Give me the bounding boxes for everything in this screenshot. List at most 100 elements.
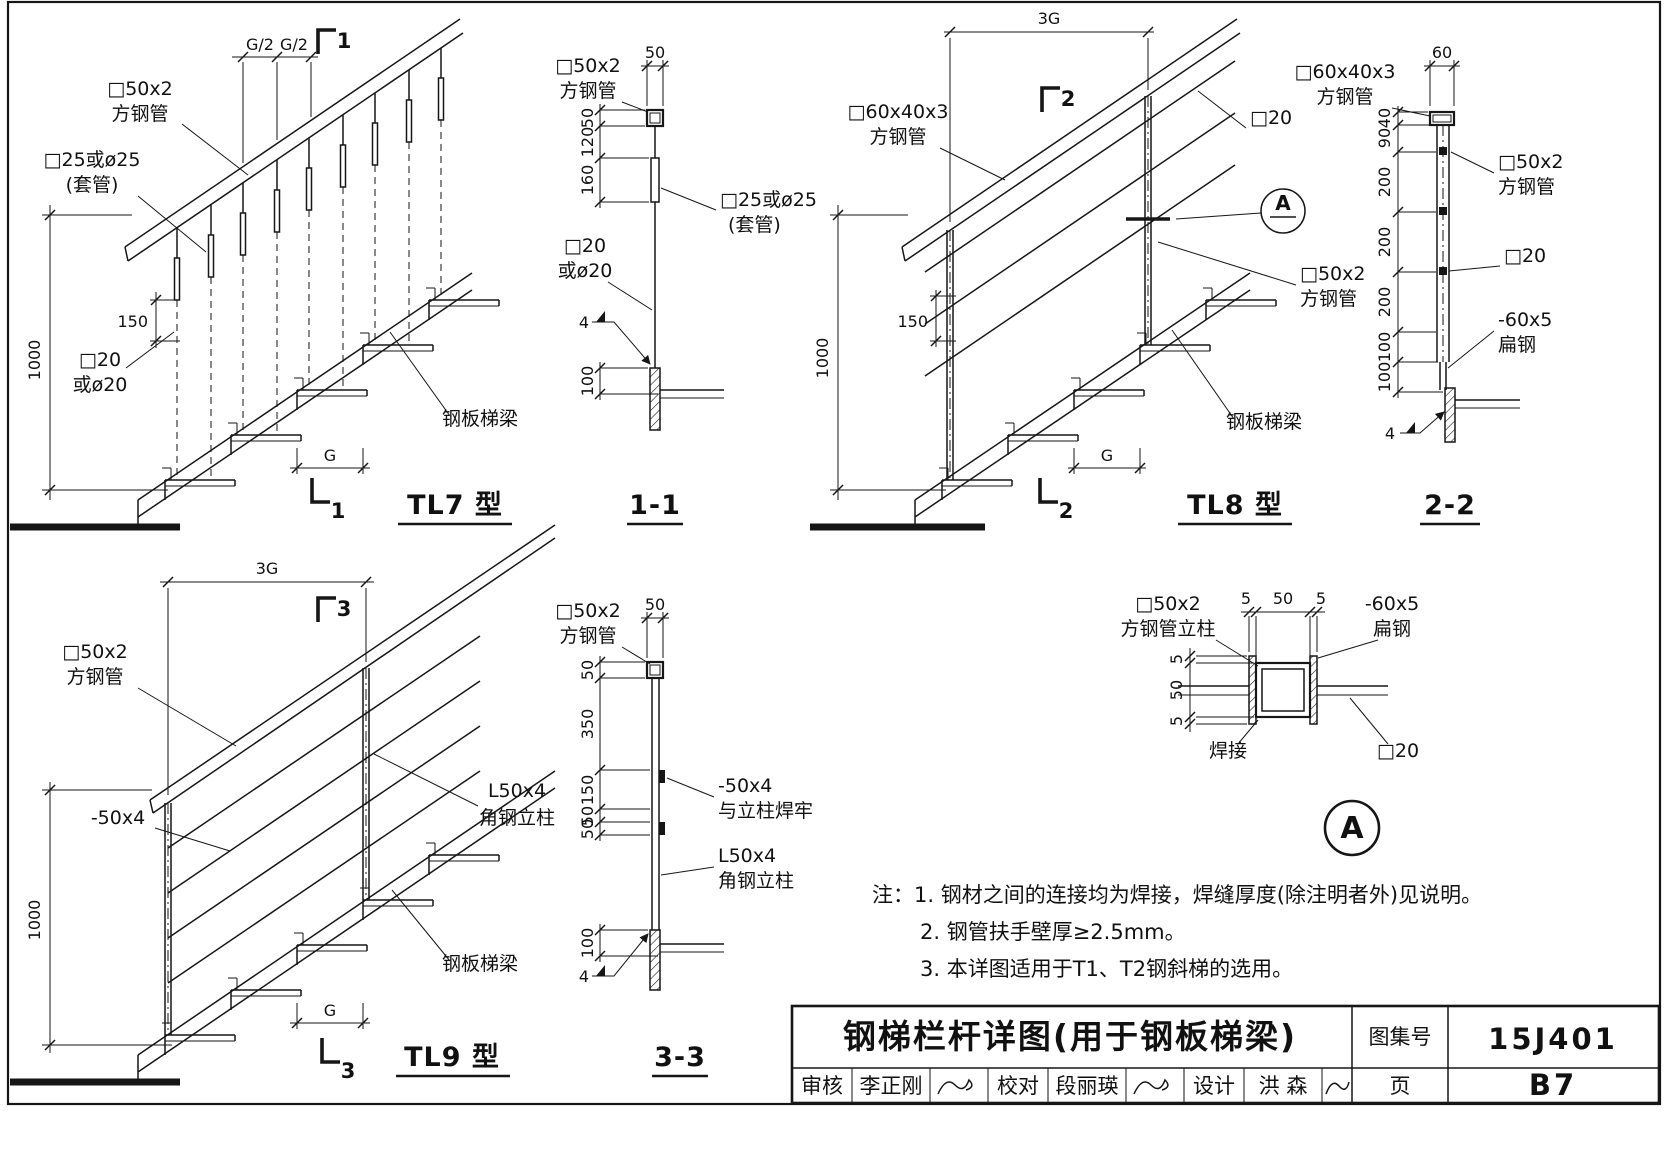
label-flat-bar: -50x4 bbox=[91, 807, 145, 829]
svg-text:3G: 3G bbox=[1038, 9, 1061, 28]
detail-a: □50x2 方钢管立柱 -60x5 扁钢 5 50 5 5 50 bbox=[1120, 589, 1419, 857]
label-rail: □20 bbox=[1250, 107, 1292, 129]
designer-label: 设计 bbox=[1193, 1074, 1235, 1098]
label-sleeve-2: (套管) bbox=[728, 214, 781, 236]
svg-text:150: 150 bbox=[578, 775, 597, 806]
label-square-tube: □50x2 bbox=[555, 600, 620, 622]
leader-square-tube bbox=[181, 123, 249, 176]
dim-1000: 1000 bbox=[25, 782, 172, 1053]
dim-top: 5 50 5 bbox=[1241, 589, 1326, 660]
label-post: □50x2 bbox=[1300, 263, 1365, 285]
label-post: □50x2 bbox=[1135, 593, 1200, 615]
post-section bbox=[1436, 125, 1450, 390]
reviewer-label: 审核 bbox=[801, 1074, 843, 1098]
sleeve-section bbox=[650, 157, 660, 203]
label-flat-bar: -60x5 bbox=[1498, 309, 1552, 331]
detail-leader bbox=[1175, 212, 1262, 220]
svg-text:50: 50 bbox=[578, 819, 597, 839]
handrail-tube-section bbox=[645, 660, 665, 680]
svg-text:50: 50 bbox=[1273, 589, 1293, 608]
label-post-2: 方钢管 bbox=[1300, 288, 1357, 310]
weld-symbol: 4 bbox=[1385, 411, 1445, 443]
leader-rail bbox=[1197, 90, 1247, 129]
angle-post bbox=[651, 678, 665, 930]
leader-sleeve bbox=[660, 187, 717, 211]
svg-text:200: 200 bbox=[1375, 227, 1394, 258]
tl7-title: TL7 型 bbox=[407, 490, 503, 521]
leader-square-tube bbox=[137, 687, 237, 747]
svg-text:1: 1 bbox=[331, 499, 346, 523]
label-flat-bar: -50x4 bbox=[718, 775, 772, 797]
stringer-base bbox=[649, 929, 724, 991]
label-square-tube: □50x2 bbox=[62, 641, 127, 663]
dim-g2-left: G/2 bbox=[246, 35, 274, 54]
leader-flat-bar bbox=[1447, 330, 1495, 369]
label-beam: 钢板梯梁 bbox=[1226, 411, 1302, 433]
label-square-tube-2: 方钢管 bbox=[66, 666, 123, 688]
atlas-number-label: 图集号 bbox=[1369, 1025, 1432, 1049]
handrail bbox=[901, 18, 1241, 262]
svg-text:5: 5 bbox=[1167, 716, 1186, 726]
reviewer-signature bbox=[937, 1078, 973, 1095]
handrail bbox=[124, 18, 464, 262]
section-mark-2-top: 2 bbox=[1040, 86, 1076, 112]
page-number: B7 bbox=[1529, 1068, 1577, 1102]
section-2-2: □60x40x3 方钢管 60 bbox=[1295, 43, 1563, 526]
label-flat-bar-2: 扁钢 bbox=[1373, 618, 1411, 640]
dim-150: 150 bbox=[897, 290, 956, 347]
dim-g2: G/2 G/2 bbox=[232, 35, 318, 163]
designer-name: 洪 森 bbox=[1259, 1074, 1308, 1098]
label-sleeve: □25或ø25 bbox=[720, 189, 817, 211]
detail-bubble-a: A bbox=[1260, 188, 1306, 234]
svg-text:50: 50 bbox=[578, 806, 597, 826]
dim-g2-right: G/2 bbox=[280, 35, 308, 54]
label-flat-bar-2: 扁钢 bbox=[1498, 334, 1536, 356]
stringer-base bbox=[1444, 387, 1520, 443]
title-block: 钢梯栏杆详图(用于钢板梯梁) 图集号 15J401 审核 李正刚 校对 段丽瑛 … bbox=[790, 1004, 1661, 1105]
label-post-2: 方钢管 bbox=[1498, 176, 1555, 198]
svg-text:200: 200 bbox=[1375, 167, 1394, 198]
label-rod-2: 或ø20 bbox=[558, 260, 613, 282]
dim-3g: 3G bbox=[944, 9, 1154, 222]
handrail bbox=[149, 524, 556, 814]
leader-rod bbox=[125, 331, 175, 369]
sheet-border bbox=[6, 0, 1662, 1106]
middle-rails bbox=[924, 60, 1236, 377]
designer-signature bbox=[1325, 1081, 1350, 1095]
stringer-beam bbox=[137, 770, 556, 1082]
label-flat-bar: -60x5 bbox=[1365, 593, 1419, 615]
flat-bar-infill bbox=[167, 635, 481, 984]
svg-text:2: 2 bbox=[1061, 87, 1076, 111]
label-beam: 钢板梯梁 bbox=[442, 408, 518, 430]
dim-g: G bbox=[1068, 446, 1146, 474]
svg-text:50: 50 bbox=[1167, 680, 1186, 700]
reviewer-name: 李正刚 bbox=[860, 1074, 923, 1098]
label-square-tube-2: 方钢管 bbox=[559, 625, 616, 647]
label-square-tube-2: 方钢管 bbox=[111, 103, 168, 125]
checker-signature bbox=[1133, 1078, 1169, 1095]
svg-text:3G: 3G bbox=[256, 559, 279, 578]
leader-flat-bar bbox=[666, 777, 715, 798]
stringer-base bbox=[649, 367, 724, 431]
angle-posts bbox=[164, 668, 370, 1035]
dim-1000: 1000 bbox=[813, 205, 946, 500]
svg-text:50: 50 bbox=[578, 108, 597, 128]
tl7-elevation: G/2 G/2 1 1 □50x2 方钢管 □25或ø25 (套管) □20 或… bbox=[10, 18, 518, 531]
label-rail: □20 bbox=[1504, 245, 1546, 267]
svg-text:150: 150 bbox=[117, 312, 148, 331]
label-rail: □20 bbox=[1377, 740, 1419, 762]
label-handrail-tube: □60x40x3 bbox=[848, 101, 949, 123]
label-angle-post: L50x4 bbox=[718, 845, 776, 867]
leader-weld bbox=[1237, 719, 1259, 745]
leader-beam bbox=[389, 331, 451, 417]
svg-text:3: 3 bbox=[337, 597, 352, 621]
svg-text:4: 4 bbox=[1385, 424, 1395, 443]
drawing-title: 钢梯栏杆详图(用于钢板梯梁) bbox=[843, 1017, 1297, 1056]
dim-3g: 3G bbox=[160, 559, 374, 795]
checker-label: 校对 bbox=[997, 1074, 1039, 1098]
label-sleeve-2: (套管) bbox=[66, 174, 119, 196]
svg-text:90: 90 bbox=[1375, 128, 1394, 148]
stringer-beam bbox=[137, 272, 473, 527]
dim-left: 5 50 5 bbox=[1167, 648, 1254, 732]
